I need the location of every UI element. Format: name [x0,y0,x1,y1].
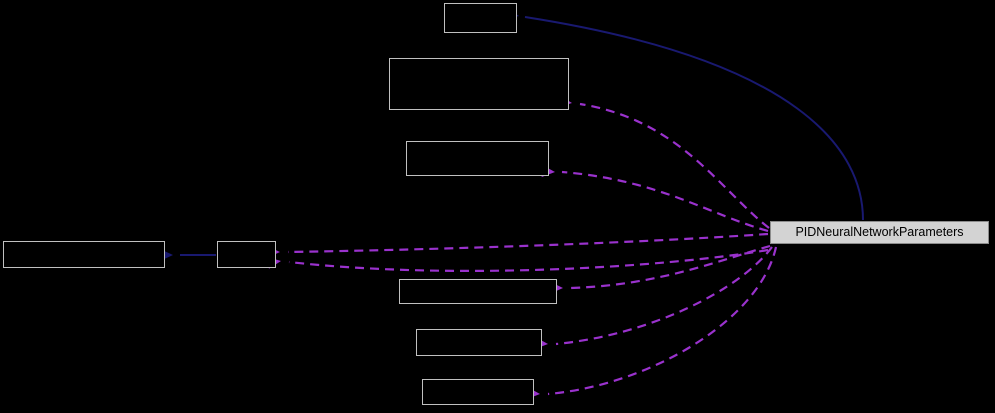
graph-node[interactable] [416,329,542,356]
graph-edge [579,102,770,229]
graph-edge [288,248,769,272]
graph-edge [561,170,769,233]
graph-node[interactable] [217,241,276,268]
graph-edge [547,246,778,396]
graph-node-current[interactable]: PIDNeuralNetworkParameters [770,221,989,244]
graph-node[interactable] [406,141,549,176]
graph-node[interactable] [389,58,569,110]
graph-edge [555,246,773,346]
graph-node[interactable] [399,279,557,304]
graph-node[interactable] [444,3,517,33]
graph-node[interactable] [3,241,165,268]
graph-node-label: PIDNeuralNetworkParameters [795,225,964,240]
graph-node[interactable] [422,379,534,405]
graph-edge [524,16,864,221]
graph-edge [287,232,769,254]
graph-edge [570,244,771,290]
